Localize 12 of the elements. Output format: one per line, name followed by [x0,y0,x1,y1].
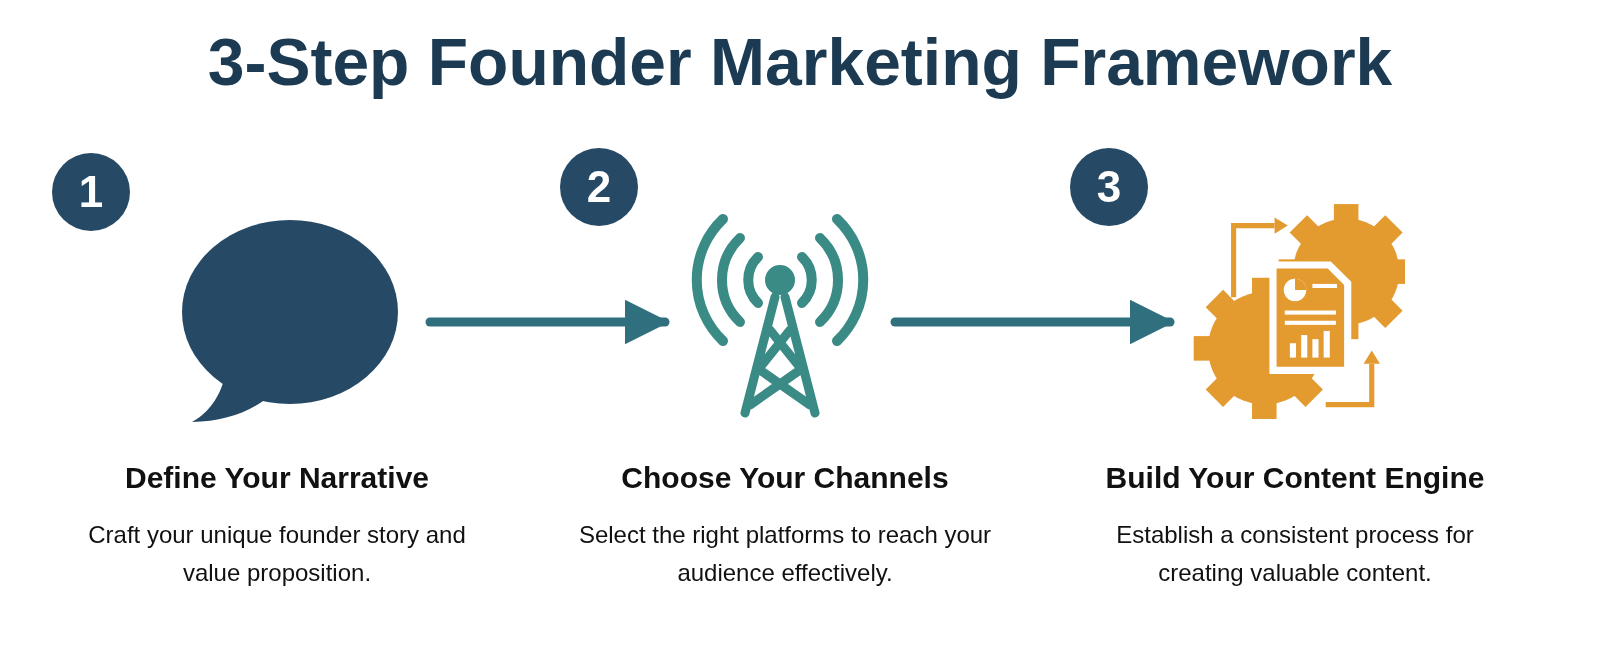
step-description: Craft your unique founder story and value proposition. [87,520,467,588]
step-heading: Build Your Content Engine [1104,460,1486,496]
arrow [890,299,1175,345]
step-heading: Define Your Narrative [124,460,430,496]
step-heading: Choose Your Channels [620,460,950,496]
step-number-badge: 1 [52,153,130,231]
arrow [425,299,670,345]
step-description: Establish a consistent process for creating valuable content. [1115,520,1475,588]
title: 3-Step Founder Marketing Framework [206,24,1394,101]
step-description: Select the right platforms to reach your audience effectively. [577,520,993,588]
step-number-badge: 3 [1070,148,1148,226]
step-number-badge: 2 [560,148,638,226]
